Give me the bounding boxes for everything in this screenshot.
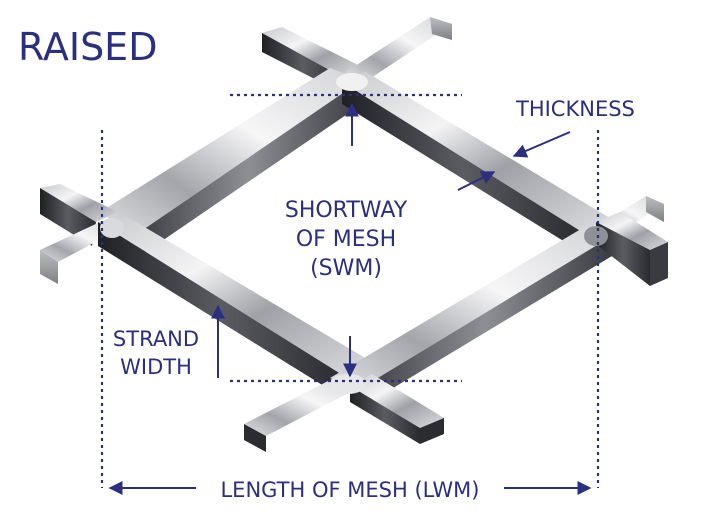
strand-bottom-right-end — [350, 374, 444, 444]
swm-label: SHORTWAY OF MESH (SWM) — [285, 198, 408, 281]
strand-upper-right — [342, 72, 610, 250]
thickness-arrow-lower — [457, 171, 496, 191]
strand-lower-right — [330, 226, 612, 408]
lwm-label: LENGTH OF MESH (LWM) — [220, 478, 479, 502]
node-bottom — [330, 374, 366, 394]
swm-label-line3: (SWM) — [310, 256, 382, 281]
strand-upper-left — [100, 68, 362, 256]
node-left — [100, 218, 124, 238]
strand-right-lower-end — [596, 212, 668, 286]
strand-width-line2: WIDTH — [120, 355, 192, 379]
strand-width-label: STRAND WIDTH — [113, 327, 199, 379]
strand-top-right — [346, 17, 452, 80]
mesh-strands — [40, 17, 668, 452]
thickness-label: THICKNESS — [515, 97, 635, 121]
thickness-arrow-upper — [512, 131, 571, 158]
diagram-title: RAISED — [18, 25, 157, 69]
swm-label-line1: SHORTWAY — [285, 198, 408, 223]
strand-bottom-left-end — [244, 378, 358, 452]
node-top — [336, 73, 368, 91]
node-right — [584, 226, 608, 246]
strand-width-line1: STRAND — [113, 327, 199, 351]
arrows — [108, 102, 592, 495]
swm-label-line2: OF MESH — [296, 227, 396, 252]
